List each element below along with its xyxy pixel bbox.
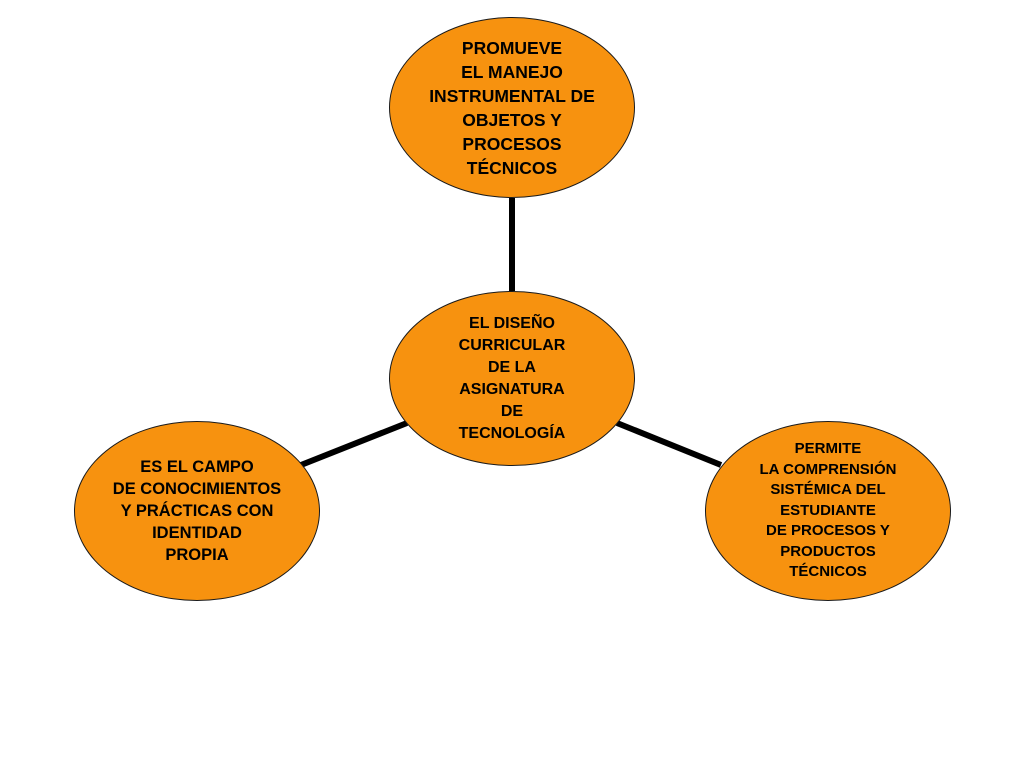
connector-center-right	[615, 420, 723, 468]
node-top: PROMUEVE EL MANEJO INSTRUMENTAL DE OBJET…	[389, 17, 635, 198]
node-right-label: PERMITE LA COMPRENSIÓN SISTÉMICA DEL EST…	[759, 440, 897, 581]
node-center: EL DISEÑO CURRICULAR DE LA ASIGNATURA DE…	[389, 291, 635, 466]
connector-center-left	[299, 420, 409, 468]
node-left-label: ES EL CAMPO DE CONOCIMIENTOS Y PRÁCTICAS…	[112, 458, 282, 564]
node-center-label: EL DISEÑO CURRICULAR DE LA ASIGNATURA DE…	[458, 314, 566, 442]
node-top-label: PROMUEVE EL MANEJO INSTRUMENTAL DE OBJET…	[429, 37, 595, 178]
node-left: ES EL CAMPO DE CONOCIMIENTOS Y PRÁCTICAS…	[74, 421, 320, 601]
node-right: PERMITE LA COMPRENSIÓN SISTÉMICA DEL EST…	[705, 421, 951, 601]
